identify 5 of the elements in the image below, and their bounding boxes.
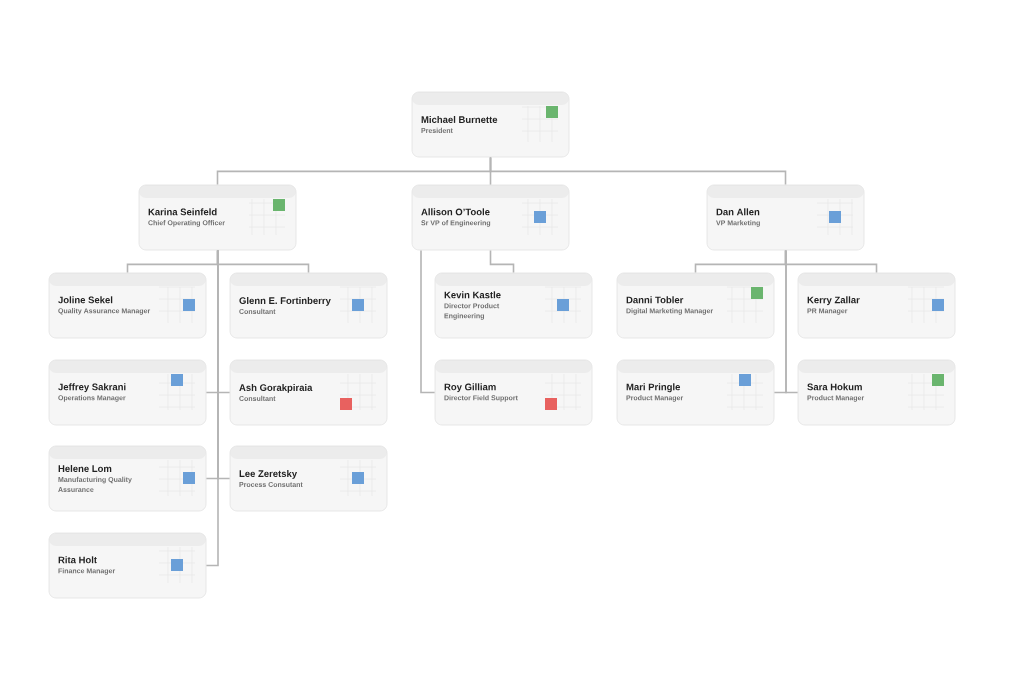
connector-line	[785, 249, 799, 394]
connector-line	[205, 249, 219, 567]
connector-line	[489, 249, 515, 274]
connector-line	[420, 249, 436, 394]
connector-line	[489, 156, 787, 186]
